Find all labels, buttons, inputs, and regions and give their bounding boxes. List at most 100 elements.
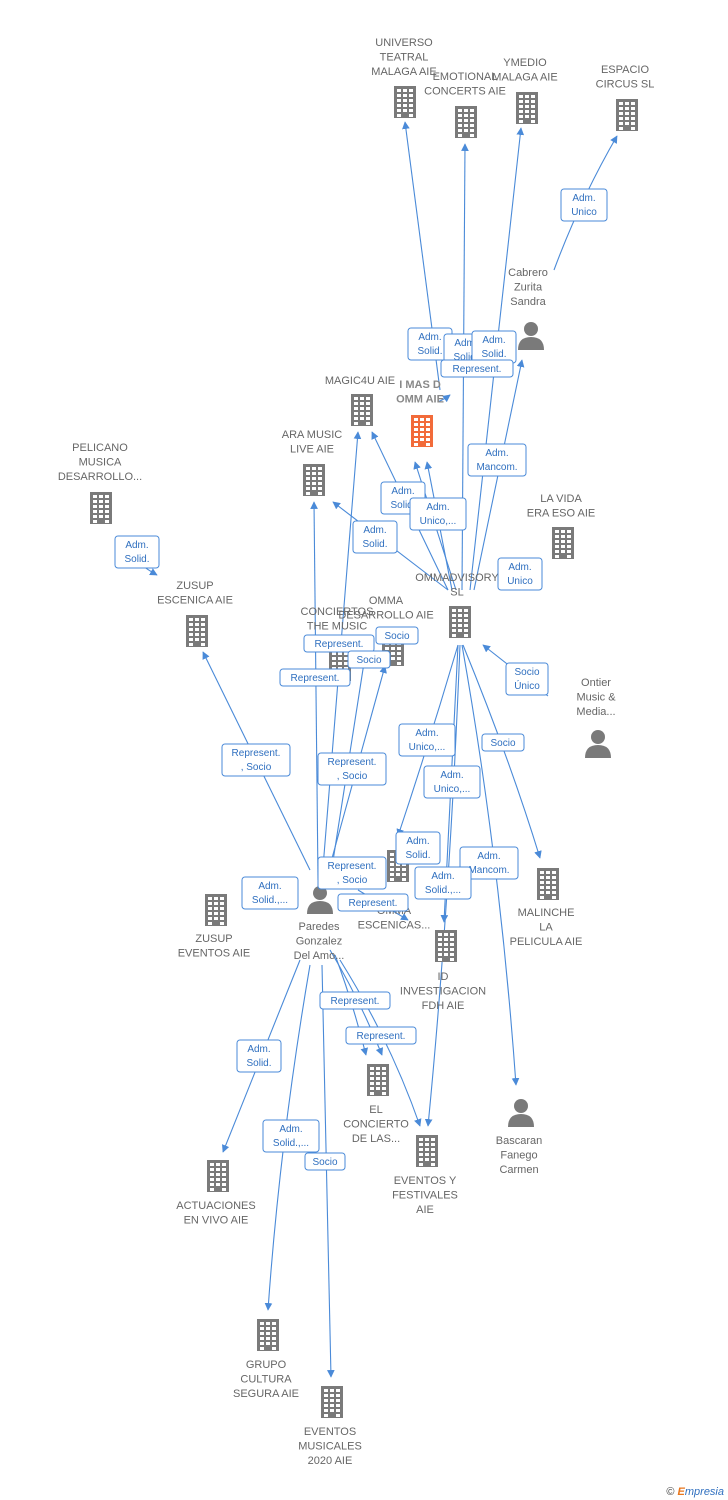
node-label-line: SEGURA AIE bbox=[233, 1388, 299, 1400]
relation-label-text: Adm. bbox=[477, 851, 500, 862]
building-icon bbox=[351, 394, 373, 426]
relation-label-text: Socio bbox=[490, 738, 515, 749]
relation-label-text: Solid. bbox=[405, 850, 430, 861]
node-label-line: Zurita bbox=[514, 282, 543, 294]
relation-label-box bbox=[262, 1119, 320, 1153]
relation-label-box bbox=[505, 662, 549, 696]
relation-label-text: Adm. bbox=[508, 562, 531, 573]
edge-labels: Adm.UnicoAdm.Solid.Adm.Solid.Adm.Solid.R… bbox=[114, 188, 608, 1171]
relation-label-text: Unico,... bbox=[420, 516, 457, 527]
node-label-line: MUSICA bbox=[79, 457, 122, 469]
relation-label-text: Solid.,... bbox=[273, 1138, 309, 1149]
relation-label: Adm.Solid. bbox=[236, 1039, 282, 1073]
node-label-line: EVENTOS AIE bbox=[178, 948, 251, 960]
relation-label-text: Solid. bbox=[417, 346, 442, 357]
relation-label: Represent. bbox=[279, 668, 351, 687]
company-node-pelicano[interactable]: PELICANOMUSICADESARROLLO... bbox=[58, 442, 142, 524]
relation-label-box bbox=[345, 1026, 417, 1045]
node-label-line: SL bbox=[450, 587, 463, 599]
node-label-line: ID bbox=[438, 971, 449, 983]
relation-label: Adm.Unico,... bbox=[409, 497, 467, 531]
relation-label-text: Adm. bbox=[572, 193, 595, 204]
relation-label-text: Represent. bbox=[349, 898, 398, 909]
relation-label-text: Socio bbox=[514, 667, 539, 678]
node-label-line: ZUSUP bbox=[176, 580, 213, 592]
node-label-line: Gonzalez bbox=[296, 936, 342, 948]
relation-label-box bbox=[560, 188, 608, 222]
relation-label-text: Represent. bbox=[328, 757, 377, 768]
building-icon bbox=[616, 99, 638, 131]
relation-label-text: Adm. bbox=[431, 871, 454, 882]
relation-label: Adm.Mancom. bbox=[467, 443, 527, 477]
relation-label-text: , Socio bbox=[337, 875, 368, 886]
building-icon bbox=[416, 1135, 438, 1167]
relation-label-box bbox=[317, 856, 387, 890]
relation-label-text: Solid. bbox=[362, 539, 387, 550]
building-icon bbox=[207, 1160, 229, 1192]
node-label-line: ESCENICAS... bbox=[358, 920, 431, 932]
relation-label-box bbox=[459, 846, 519, 880]
relation-label-text: Represent. bbox=[291, 673, 340, 684]
relation-label-text: Solid.,... bbox=[425, 885, 461, 896]
relation-label: Adm.Solid. bbox=[114, 535, 160, 569]
node-label-line: YMEDIO bbox=[503, 57, 547, 69]
node-label-line: Bascaran bbox=[496, 1135, 542, 1147]
relation-label-text: Socio bbox=[356, 655, 381, 666]
relation-label-text: Solid. bbox=[453, 352, 478, 363]
node-label-line: 2020 AIE bbox=[308, 1455, 353, 1467]
relation-label-text: Adm. bbox=[440, 770, 463, 781]
node-label-line: OMMA bbox=[369, 595, 404, 607]
relation-label-box bbox=[236, 1039, 282, 1073]
company-node-magic4u[interactable]: MAGIC4U AIE bbox=[325, 375, 395, 426]
relation-label: Adm.Solid.,... bbox=[241, 876, 299, 910]
relation-label: Represent. bbox=[345, 1026, 417, 1045]
company-node-zusupEsc[interactable]: ZUSUP ESCENICA AIE bbox=[157, 580, 233, 647]
relation-label: Represent. bbox=[440, 359, 514, 378]
relation-label-box bbox=[409, 497, 467, 531]
relation-label: Represent. bbox=[303, 634, 375, 653]
relation-label: Socio bbox=[481, 733, 525, 752]
building-icon bbox=[257, 1319, 279, 1351]
node-label-line: ESCENICA AIE bbox=[157, 595, 233, 607]
building-icon bbox=[205, 894, 227, 926]
node-label-line: GRUPO bbox=[246, 1359, 287, 1371]
relation-label: Represent., Socio bbox=[317, 856, 387, 890]
relation-label-box bbox=[352, 520, 398, 554]
node-label-line: EVENTOS bbox=[304, 1426, 356, 1438]
node-label-line: EL bbox=[369, 1104, 382, 1116]
node-label-line: Paredes bbox=[299, 921, 340, 933]
building-icon bbox=[321, 1386, 343, 1418]
node-label-line: EVENTOS Y bbox=[394, 1175, 457, 1187]
person-icon bbox=[307, 886, 333, 914]
relation-label-box bbox=[347, 650, 391, 669]
node-label-line: ARA MUSIC bbox=[282, 429, 343, 441]
relation-label: Represent. bbox=[337, 893, 409, 912]
person-icon bbox=[508, 1099, 534, 1127]
relation-label-box bbox=[398, 723, 456, 757]
relation-label-text: Adm. bbox=[415, 728, 438, 739]
node-label-line: CONCERTS AIE bbox=[424, 86, 506, 98]
relation-label-box bbox=[337, 893, 409, 912]
